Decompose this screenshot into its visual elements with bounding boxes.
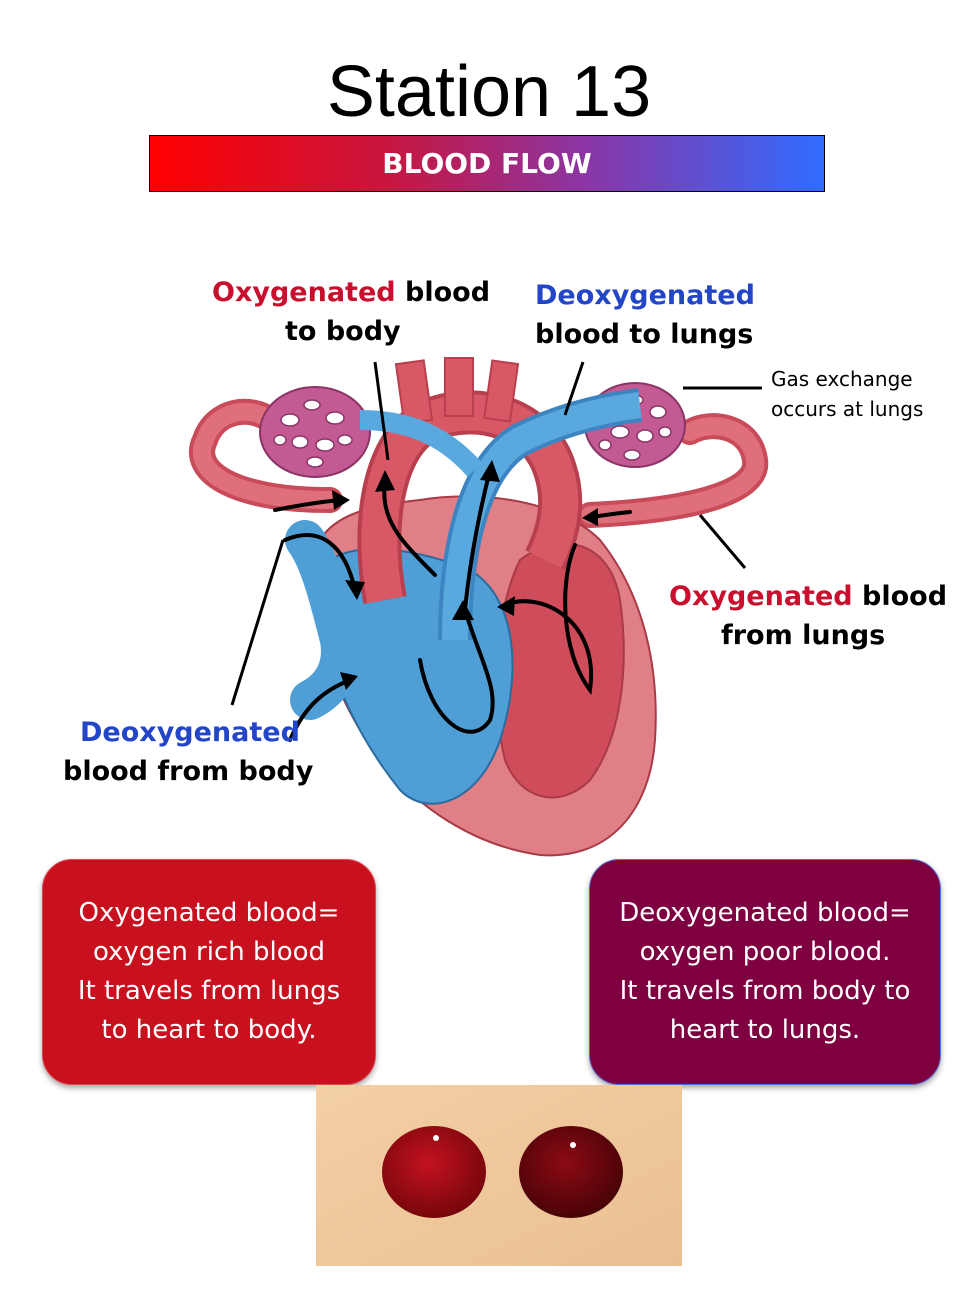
label-line2: to body <box>285 316 401 347</box>
arrowhead-ivc <box>340 672 358 690</box>
leader-top-right <box>563 361 585 416</box>
vena-cava <box>285 520 361 720</box>
oxygenated-info-box: Oxygenated blood= oxygen rich blood It t… <box>42 859 376 1085</box>
leader-top-left <box>373 361 390 461</box>
box-line: oxygen poor blood. <box>639 937 891 967</box>
box-line: Deoxygenated blood= <box>619 898 911 928</box>
label-highlight: Deoxygenated <box>535 280 755 311</box>
aorta-fill <box>361 394 579 604</box>
label-line2: occurs at lungs <box>771 397 924 421</box>
box-line: oxygen rich blood <box>92 937 326 967</box>
arrowhead-right-ventricle <box>452 600 474 620</box>
label-text: blood <box>852 581 948 612</box>
arrow-ivc <box>288 678 352 742</box>
banner: BLOOD FLOW <box>149 135 825 192</box>
label-line2: from lungs <box>721 620 886 651</box>
arrow-to-body <box>382 478 437 577</box>
label-line1: Gas exchange <box>771 367 913 391</box>
pulmonary-artery-left-branch <box>359 410 483 477</box>
leader-lines <box>230 361 762 706</box>
arrowhead-pulm-right <box>582 508 598 526</box>
box-line: Oxygenated blood= <box>78 898 340 928</box>
label-highlight: Oxygenated <box>669 581 853 612</box>
page-title: Station 13 <box>326 52 652 132</box>
box-line: heart to lungs. <box>669 1015 861 1045</box>
arrowhead-to-lungs <box>480 460 500 482</box>
left-pulmonary-loop-fill <box>193 402 339 509</box>
arrowhead-pulm-left <box>332 490 350 510</box>
arrowhead-to-body <box>375 470 395 492</box>
arrow-vena-cava <box>283 533 357 592</box>
oxygenated-blood-drop <box>382 1126 486 1218</box>
blood-drops-photo <box>316 1085 682 1266</box>
leader-right <box>698 514 747 569</box>
label-deoxygenated-from-body: Deoxygenated blood from body <box>63 713 313 791</box>
aorta-branch-3 <box>483 359 520 423</box>
label-line2: blood to lungs <box>535 319 754 350</box>
label-deoxygenated-to-lungs: Deoxygenated blood to lungs <box>535 276 755 354</box>
deoxygenated-blood-drop <box>519 1126 623 1218</box>
label-text: blood <box>395 277 491 308</box>
label-oxygenated-to-body: Oxygenated blood to body <box>212 273 490 351</box>
box-line: It travels from body to <box>619 976 911 1006</box>
arrow-right-ventricle <box>418 608 495 734</box>
leader-left <box>230 539 285 706</box>
drop-highlight <box>570 1142 576 1148</box>
right-pulmonary-loop-fill <box>581 417 765 524</box>
drop-highlight <box>433 1135 439 1141</box>
box-line: to heart to body. <box>101 1015 317 1045</box>
label-oxygenated-from-lungs: Oxygenated blood from lungs <box>669 577 947 655</box>
arrow-heads <box>332 460 598 690</box>
label-line2: blood from body <box>63 756 314 787</box>
box-line: It travels from lungs <box>77 976 341 1006</box>
arrow-to-lungs <box>463 468 492 612</box>
label-highlight: Deoxygenated <box>80 717 300 748</box>
pulmonary-artery-fill <box>442 392 642 641</box>
label-highlight: Oxygenated <box>212 277 396 308</box>
aorta-branch-2 <box>444 357 474 417</box>
label-gas-exchange: Gas exchange occurs at lungs <box>771 364 923 424</box>
arrowhead-left-ventricle <box>497 596 515 616</box>
deoxygenated-info-box: Deoxygenated blood= oxygen poor blood. I… <box>589 859 941 1085</box>
arrow-left-ventricle <box>503 543 594 696</box>
arrowhead-vena-cava <box>345 580 365 600</box>
left-lung <box>259 386 371 478</box>
